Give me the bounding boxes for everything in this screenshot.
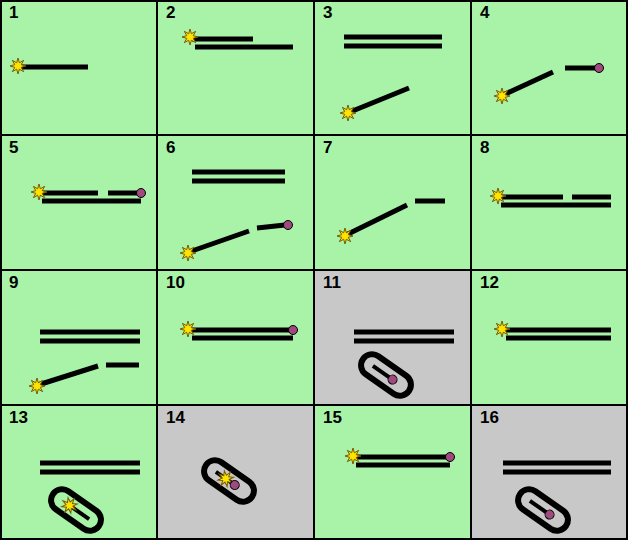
callout-number: 4 — [480, 4, 489, 23]
callout-number: 1 — [9, 4, 18, 23]
panel-cell: 13 — [0, 405, 157, 540]
panel-cell: 4 — [471, 0, 628, 135]
callout-number: 16 — [480, 409, 499, 428]
callout-number: 3 — [323, 4, 332, 23]
callout-number: 5 — [9, 139, 18, 158]
panel-cell: 2 — [157, 0, 314, 135]
panel-cell: 12 — [471, 270, 628, 405]
callout-number: 15 — [323, 409, 342, 428]
callout-number: 6 — [166, 139, 175, 158]
callout-number: 12 — [480, 274, 499, 293]
callout-number: 7 — [323, 139, 332, 158]
callout-number: 13 — [9, 409, 28, 428]
panel-cell: 9 — [0, 270, 157, 405]
callout-number: 14 — [166, 409, 185, 428]
panel-cell: 14 — [157, 405, 314, 540]
callout-number: 11 — [323, 274, 341, 293]
panel-cell: 8 — [471, 135, 628, 270]
callout-number: 2 — [166, 4, 175, 23]
callout-number: 8 — [480, 139, 489, 158]
panel-cell: 5 — [0, 135, 157, 270]
panel-cell: 10 — [157, 270, 314, 405]
panel-cell: 6 — [157, 135, 314, 270]
panel-cell: 3 — [314, 0, 471, 135]
strands — [10, 29, 611, 535]
panel-cell: 7 — [314, 135, 471, 270]
panel-cell: 1 — [0, 0, 157, 135]
panel-cell: 16 — [471, 405, 628, 540]
callout-number: 10 — [166, 274, 185, 293]
panel-cell: 11 — [314, 270, 471, 405]
callout-number: 9 — [9, 274, 18, 293]
panel-cell: 15 — [314, 405, 471, 540]
